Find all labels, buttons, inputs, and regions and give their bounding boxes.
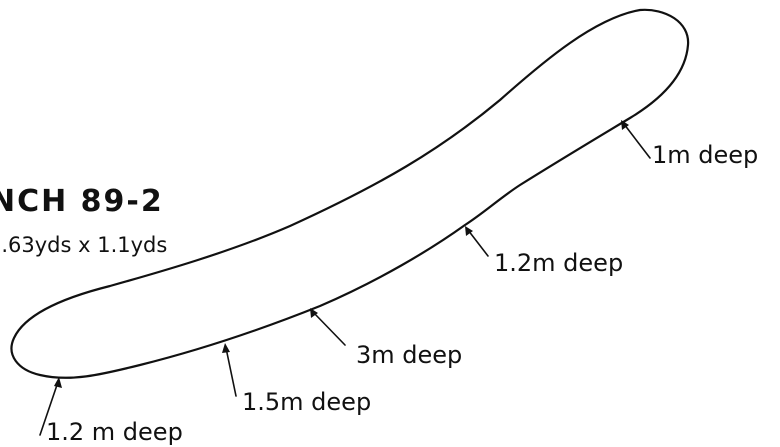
arrowhead xyxy=(621,120,629,130)
depth-label: 1.2m deep xyxy=(494,249,623,277)
leader-line xyxy=(623,123,651,159)
feature-title: NCH 89-2 xyxy=(0,184,164,219)
trench-outline xyxy=(10,8,690,379)
depth-annotation-lower-middle: 1.5m deep xyxy=(222,343,371,416)
depth-annotation-middle: 3m deep xyxy=(310,308,462,369)
leader-line xyxy=(39,381,59,436)
depth-label: 1.2 m deep xyxy=(46,418,183,446)
depth-annotation-right-end: 1m deep xyxy=(621,120,758,169)
depth-annotation-left-end: 1.2 m deep xyxy=(39,377,183,446)
feature-dimensions: 3.63yds x 1.1yds xyxy=(0,233,167,257)
arrowhead xyxy=(465,226,473,236)
arrowhead xyxy=(310,308,318,318)
arrowhead xyxy=(54,377,62,388)
arrowhead xyxy=(222,343,230,353)
leader-line xyxy=(467,229,489,257)
depth-label: 1m deep xyxy=(652,141,758,169)
depth-label: 3m deep xyxy=(356,341,462,369)
depth-label: 1.5m deep xyxy=(242,388,371,416)
leader-line xyxy=(312,311,346,346)
leader-line xyxy=(225,347,237,397)
depth-annotation-upper-middle: 1.2m deep xyxy=(465,226,623,277)
